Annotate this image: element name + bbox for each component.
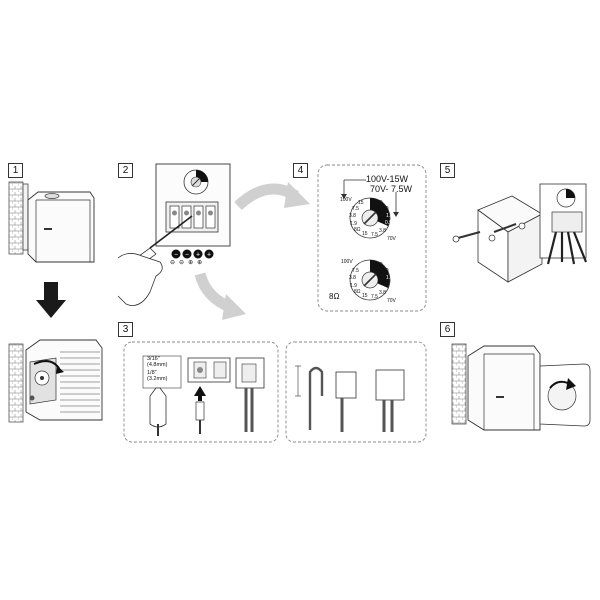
dial-upper-value: 3.8 xyxy=(349,213,356,219)
arrow-to-step4-icon xyxy=(234,182,310,211)
dial-upper-value: 8Ω xyxy=(354,227,361,233)
step-3-label: 3 xyxy=(118,322,133,337)
dial-upper-value: 3.8 xyxy=(379,228,386,234)
speaker-mounted-illustration xyxy=(8,339,103,423)
dimension-label-4: (3.2mm) xyxy=(147,376,168,382)
svg-text:−: − xyxy=(185,252,189,259)
dial-lower-value: 60 xyxy=(383,268,389,274)
polarity-symbols: − − + + xyxy=(171,249,214,259)
step3-panel-right xyxy=(285,341,427,443)
svg-text:−: − xyxy=(174,252,178,259)
step-2-label: 2 xyxy=(118,163,133,178)
dial-lower-value: 1.8 xyxy=(386,275,393,281)
dial-upper-value: 1.8 xyxy=(386,213,393,219)
speaker-cabinet xyxy=(27,191,95,263)
dial-upper-value: 15 xyxy=(362,231,368,237)
step4-panel xyxy=(317,164,427,312)
dimension-label-2: (4.8mm) xyxy=(147,362,168,368)
tap-dial xyxy=(183,169,209,195)
polarity-legend: ⊖⊖⊕⊕ xyxy=(170,259,206,266)
tap-selector-lower xyxy=(349,259,391,301)
polarity-plus-2: ⊕ xyxy=(197,260,207,266)
dial-upper-value: 1.9 xyxy=(350,221,357,227)
terminal-insert-illustration xyxy=(187,357,231,434)
dial-lower-value: 7.5 xyxy=(352,268,359,274)
step2-illustration: − − + + xyxy=(117,163,231,306)
down-arrow-icon xyxy=(36,282,66,318)
dial-upper-value: 30 xyxy=(377,200,383,206)
dial-lower-label-70v: 70V xyxy=(387,298,396,304)
step3-panel-left xyxy=(123,341,279,443)
svg-text:+: + xyxy=(207,252,211,259)
dial-upper-value: 15 xyxy=(358,200,364,206)
step-1-label: 1 xyxy=(8,163,23,178)
mounting-screw-icon xyxy=(452,223,517,243)
step1-illustration xyxy=(8,181,95,263)
spade-connector-dimension xyxy=(142,355,182,436)
dial-lower-value: 15 xyxy=(362,293,368,299)
dial-label-70v: 70V xyxy=(387,236,396,242)
dial-lower-value: 8Ω xyxy=(354,289,361,295)
dial-upper-value: 7.5 xyxy=(371,232,378,238)
step-4-label: 4 xyxy=(293,163,308,178)
svg-text:+: + xyxy=(196,252,200,259)
impedance-label: 8Ω xyxy=(329,292,340,301)
arrow-to-step3-icon xyxy=(194,272,246,320)
dial-lower-value: 7.5 xyxy=(371,294,378,300)
terminal-block xyxy=(165,201,219,233)
wall-bracket xyxy=(8,181,24,255)
dial-label-100v: 100V xyxy=(340,197,352,203)
voltage-label-70v: 70V- 7.5W xyxy=(370,184,413,194)
dial-lower-value: 30 xyxy=(377,262,383,268)
dial-upper-value: 0.9 xyxy=(385,220,392,226)
hand xyxy=(117,253,163,306)
dial-lower-value: 1.9 xyxy=(350,283,357,289)
voltage-label-100v: 100V-15W xyxy=(366,174,409,184)
step-6-label: 6 xyxy=(440,322,455,337)
step5-illustration xyxy=(452,183,588,283)
dimension-label-1: 3/16" xyxy=(147,356,160,362)
bare-wire-illustration xyxy=(295,365,405,432)
dial-upper-value: 60 xyxy=(383,206,389,212)
terminal-inserted-illustration xyxy=(235,357,265,432)
step-5-label: 5 xyxy=(440,163,455,178)
tap-selector-upper xyxy=(341,179,399,239)
dimension-label-3: 1/8" xyxy=(147,370,157,376)
dial-lower-value: 3.8 xyxy=(349,275,356,281)
dial-upper-value: 7.5 xyxy=(352,206,359,212)
polarity-plus-1: ⊕ xyxy=(188,260,198,266)
step6-illustration xyxy=(451,343,591,431)
dial-lower-value: 3.8 xyxy=(379,290,386,296)
polarity-minus-2: ⊖ xyxy=(179,260,189,266)
polarity-minus-1: ⊖ xyxy=(170,260,180,266)
dial-lower-label-100v: 100V xyxy=(341,259,353,265)
